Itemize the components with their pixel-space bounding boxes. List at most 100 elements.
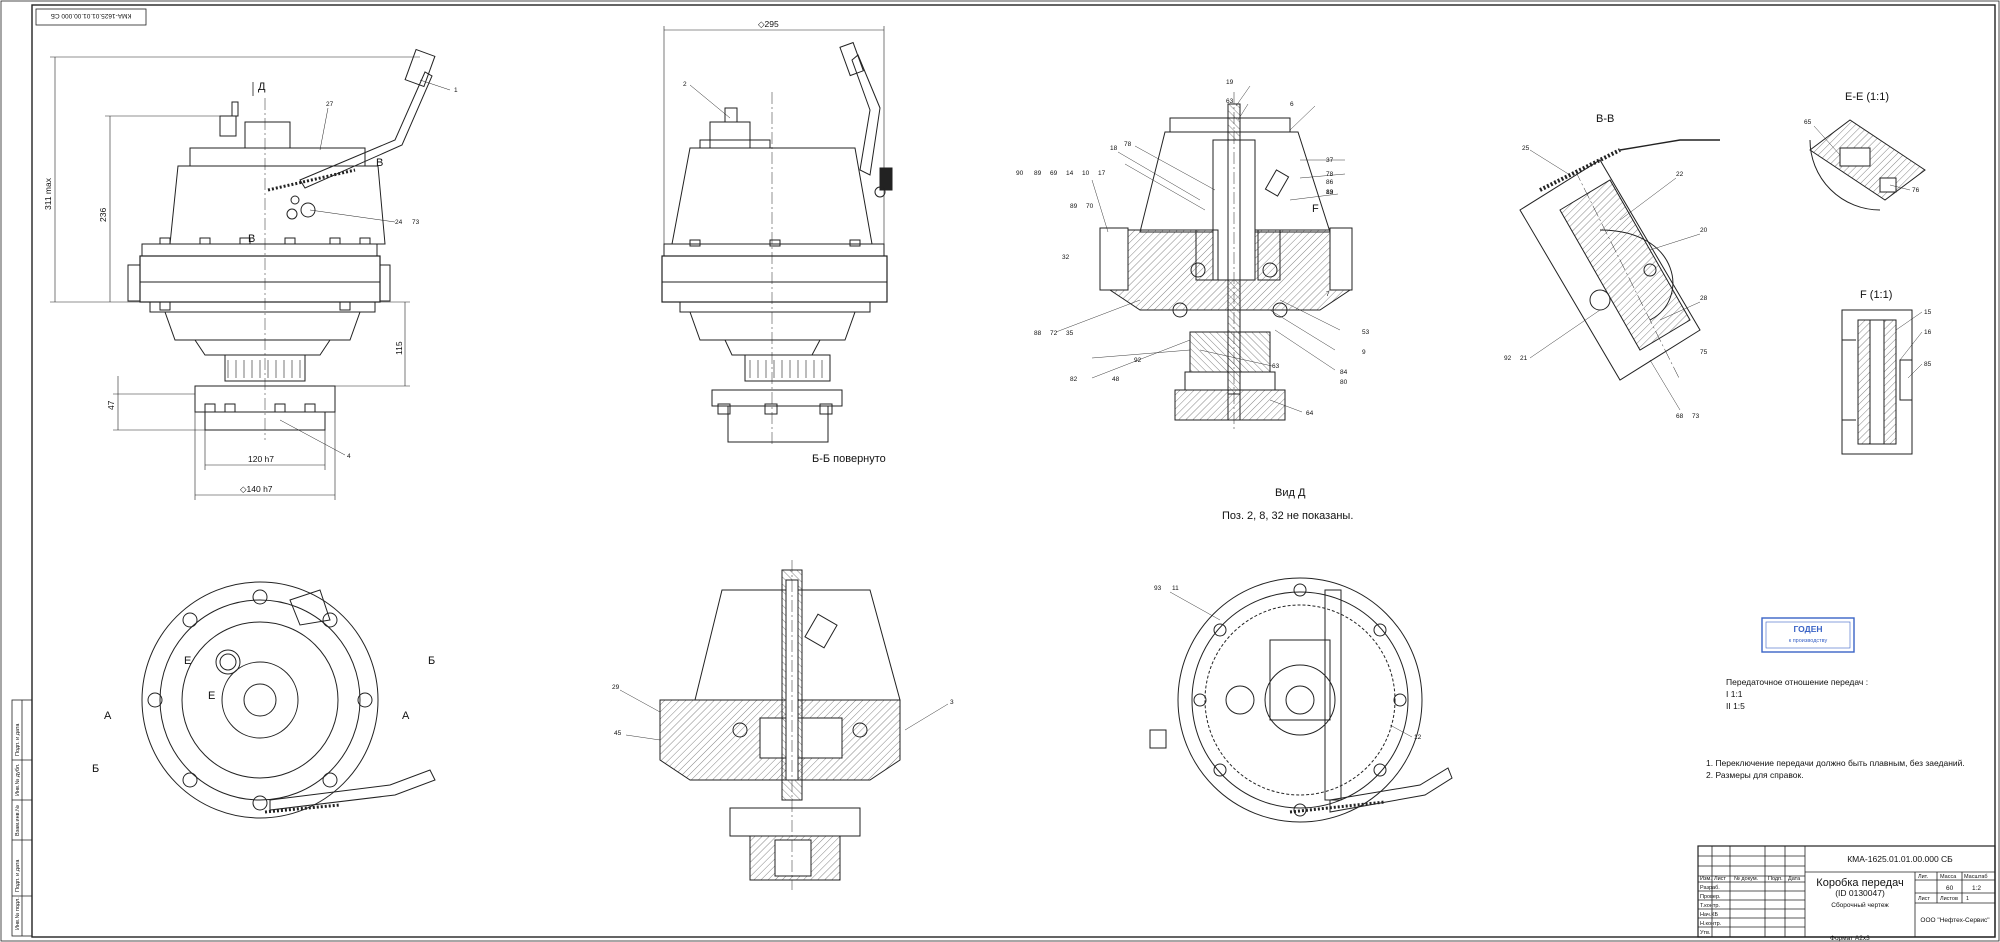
- pos-63-top: 63: [1226, 98, 1234, 105]
- pos-73-vv: 73: [1692, 413, 1700, 420]
- approval-stamp: ГОДЕН к производству: [1761, 617, 1855, 653]
- pos-10: 10: [1082, 170, 1090, 177]
- letter-A-right: А: [402, 710, 410, 722]
- pos-88: 88: [1034, 330, 1042, 337]
- pos-22: 22: [1676, 171, 1684, 178]
- pos-80: 80: [1340, 379, 1348, 386]
- rotated-code: КМА-1625.01.01.00.000 СБ: [51, 12, 132, 19]
- label-scale: Масштаб: [1964, 874, 1988, 880]
- side-stamp: [11, 699, 33, 937]
- pos-9: 9: [1362, 349, 1366, 356]
- pos-2: 2: [683, 81, 687, 88]
- stamp-line2: к производству: [1789, 638, 1828, 644]
- side-stamp-replace: Взам.инв.№: [15, 805, 21, 836]
- pos-21: 21: [1520, 355, 1528, 362]
- letter-A-left: А: [104, 710, 112, 722]
- plan-view: [141, 581, 436, 819]
- notes-block: 1. Переключение передачи должно быть пла…: [1706, 758, 1965, 780]
- section-aa-labels: 29 45 3: [612, 684, 954, 741]
- note-1: 1. Переключение передачи должно быть пла…: [1706, 758, 1965, 768]
- pos-15: 15: [1924, 309, 1932, 316]
- rotated-code-box: КМА-1625.01.01.00.000 СБ: [35, 8, 147, 26]
- section-f-labels: F (1:1) 15 16 85: [1860, 289, 1932, 379]
- section-d-view: [1099, 92, 1353, 430]
- section-d-leaders: [1055, 85, 1346, 413]
- pos-16: 16: [1924, 329, 1932, 336]
- section-ee-view: [1809, 119, 1926, 211]
- pos-24: 24: [395, 219, 403, 226]
- note-positions: Поз. 2, 8, 32 не показаны.: [1222, 510, 1353, 522]
- label-mass: Масса: [1940, 874, 1957, 880]
- letter-B-right: Б: [428, 655, 435, 667]
- title-vv: В-В: [1596, 113, 1614, 125]
- pos-19: 19: [1226, 79, 1234, 86]
- pos-70: 70: [1086, 203, 1094, 210]
- drawing-name-1: Коробка передач: [1816, 877, 1903, 889]
- pos-63-bottom: 63: [1272, 363, 1280, 370]
- pos-7: 7: [1326, 291, 1330, 298]
- title-ee: Е-Е (1:1): [1845, 91, 1889, 103]
- pos-6: 6: [1290, 101, 1294, 108]
- section-aa-view: [659, 560, 901, 890]
- label-lit: Лит.: [1918, 874, 1929, 880]
- pos-4: 4: [347, 453, 351, 460]
- note-2: 2. Размеры для справок.: [1706, 770, 1804, 780]
- label-sheets: Листов: [1940, 896, 1958, 902]
- pos-89-right: 89: [1326, 189, 1334, 196]
- front-view-dim-labels: 311 max 236 115 47 120 h7 ◇140 h7: [43, 177, 404, 494]
- value-sheets: 1: [1966, 896, 1969, 902]
- gear-ratio-2: II 1:5: [1726, 701, 1745, 711]
- pos-28: 28: [1700, 295, 1708, 302]
- drawing-code: КМА-1625.01.01.00.000 СБ: [1847, 854, 1953, 864]
- side-stamp-dup: Инв.№ дубл.: [15, 763, 21, 796]
- letter-F-section: F: [1312, 203, 1319, 215]
- title-view-d: Вид Д: [1275, 487, 1306, 499]
- col-sign: Подп.: [1768, 876, 1783, 882]
- section-ee-labels: Е-Е (1:1) 65 76: [1804, 91, 1920, 194]
- front-view-labels: Д В В 1 27 24 73 4: [248, 79, 458, 460]
- col-doc: № докум.: [1734, 876, 1759, 882]
- gear-ratio-block: Передаточное отношение передач : I 1:1 I…: [1726, 677, 1868, 711]
- value-scale: 1:2: [1972, 885, 1981, 892]
- pos-76: 76: [1912, 187, 1920, 194]
- front-view-dims: [50, 56, 420, 500]
- letter-V-bottom: В: [248, 233, 255, 245]
- pos-89-b: 89: [1070, 203, 1078, 210]
- dim-236: 236: [98, 208, 108, 222]
- gear-ratio-1: I 1:1: [1726, 689, 1743, 699]
- col-izm: Изм.: [1700, 876, 1712, 882]
- pos-25: 25: [1522, 145, 1530, 152]
- front-view: [127, 48, 436, 440]
- pos-17: 17: [1098, 170, 1106, 177]
- pos-75: 75: [1700, 349, 1708, 356]
- role-approve: Утв.: [1700, 930, 1711, 936]
- gear-ratio-title: Передаточное отношение передач :: [1726, 677, 1868, 687]
- drawing-doc-type: Сборочный чертеж: [1831, 901, 1889, 909]
- role-tcontrol: Т.контр.: [1700, 903, 1720, 909]
- pos-37: 37: [1326, 157, 1334, 164]
- role-dev: Разраб.: [1700, 885, 1720, 891]
- pos-53: 53: [1362, 329, 1370, 336]
- role-check: Провер.: [1700, 894, 1721, 900]
- section-bb-view: [661, 41, 893, 445]
- gear-view-labels: 93 11 12: [1154, 585, 1422, 741]
- plan-view-labels: А А Б Б Е Е: [92, 655, 435, 775]
- dim-140: ◇140 h7: [240, 484, 273, 494]
- dim-311: 311 max: [43, 177, 53, 210]
- section-f-view: [1841, 309, 1913, 455]
- pos-12: 12: [1414, 734, 1422, 741]
- letter-D: Д: [258, 81, 266, 93]
- pos-35: 35: [1066, 330, 1074, 337]
- pos-84: 84: [1340, 369, 1348, 376]
- pos-14: 14: [1066, 170, 1074, 177]
- letter-B-left: Б: [92, 763, 99, 775]
- gear-view: [1149, 577, 1453, 823]
- pos-85: 85: [1924, 361, 1932, 368]
- section-d-labels: 19 63 6 37 78 13 86 89 F 7 53 9 84 80 63…: [1016, 79, 1370, 522]
- side-stamp-labels: Инв.№ подл. Подп. и дата Взам.инв.№ Инв.…: [15, 723, 21, 930]
- title-block: [1697, 845, 1996, 938]
- dim-115: 115: [394, 341, 404, 355]
- pos-64: 64: [1306, 410, 1314, 417]
